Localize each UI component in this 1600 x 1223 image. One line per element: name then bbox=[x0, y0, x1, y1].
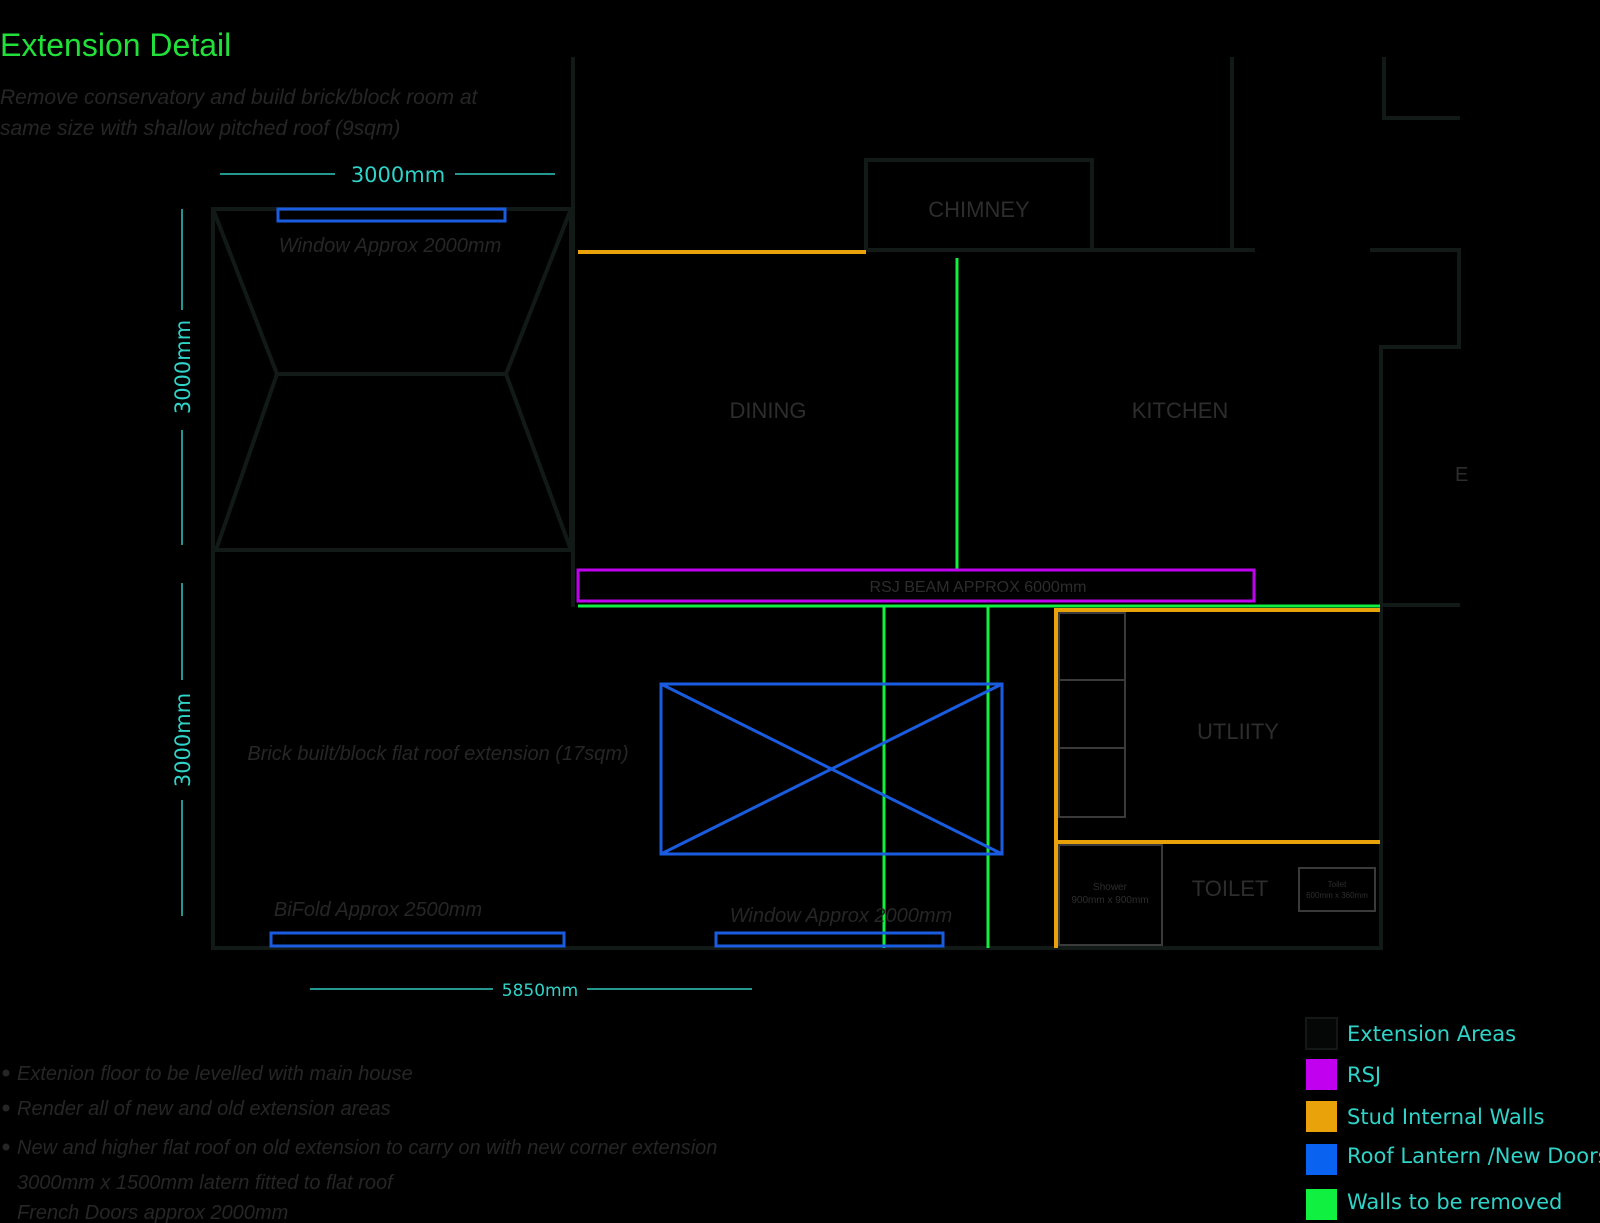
note-item: Extenion floor to be levelled with main … bbox=[17, 1063, 413, 1085]
dimension-left-upper-label: 3000mm bbox=[171, 320, 195, 414]
existing-walls bbox=[211, 57, 1461, 950]
legend-swatch-rsj bbox=[1306, 1059, 1337, 1090]
dimension-left-lower: 3000mm bbox=[171, 583, 195, 916]
legend-swatch-stud bbox=[1306, 1101, 1337, 1132]
notes-list: Extenion floor to be levelled with main … bbox=[2, 1063, 717, 1223]
bottom-window bbox=[714, 931, 945, 948]
shower-size: 900mm x 900mm bbox=[1071, 895, 1148, 906]
legend-label: Roof Lantern /New Doors bbox=[1347, 1144, 1600, 1168]
rsj-beam bbox=[576, 568, 1256, 603]
room-partial-label: E bbox=[1455, 464, 1468, 486]
toilet-fixture-size: 600mm x 360mm bbox=[1306, 891, 1368, 900]
top-window bbox=[276, 207, 507, 223]
room-utility: UTLIITY bbox=[1197, 719, 1279, 744]
dimension-top-label: 3000mm bbox=[351, 163, 445, 187]
room-kitchen: KITCHEN bbox=[1132, 398, 1229, 423]
roof-lantern bbox=[659, 682, 1004, 856]
legend-swatch-lantern bbox=[1306, 1144, 1337, 1175]
dimension-left-upper: 3000mm bbox=[171, 209, 195, 545]
note-item: 3000mm x 1500mm latern fitted to flat ro… bbox=[17, 1172, 395, 1194]
bottom-window-label: Window Approx 2000mm bbox=[730, 905, 953, 927]
description-line-1: Remove conservatory and build brick/bloc… bbox=[0, 86, 479, 109]
room-dining: DINING bbox=[730, 398, 807, 423]
legend-label: Extension Areas bbox=[1347, 1022, 1516, 1046]
dimension-bottom: 5850mm bbox=[310, 981, 752, 1001]
legend-swatch-extension bbox=[1305, 1017, 1338, 1050]
stud-walls bbox=[578, 250, 1380, 948]
legend-label: Stud Internal Walls bbox=[1347, 1105, 1544, 1129]
walls-to-remove bbox=[578, 258, 1380, 948]
dimension-bottom-label: 5850mm bbox=[502, 981, 578, 1001]
legend-label: Walls to be removed bbox=[1347, 1190, 1562, 1214]
room-toilet: TOILET bbox=[1192, 876, 1269, 901]
flat-roof-label: Brick built/block flat roof extension (1… bbox=[247, 743, 628, 765]
legend-label: RSJ bbox=[1347, 1063, 1381, 1087]
shower-tray bbox=[1058, 844, 1163, 946]
bifold-doors bbox=[269, 931, 566, 948]
note-item: Render all of new and old extension area… bbox=[17, 1098, 391, 1120]
shower-label: Shower bbox=[1093, 882, 1128, 893]
toilet-fixture-label: Toilet bbox=[1328, 880, 1347, 889]
rsj-label: RSJ BEAM APPROX 6000mm bbox=[870, 579, 1087, 596]
room-chimney: CHIMNEY bbox=[928, 197, 1030, 222]
note-item: French Doors approx 2000mm bbox=[17, 1202, 288, 1223]
page-title: Extension Detail bbox=[0, 27, 231, 63]
dimension-top: 3000mm bbox=[220, 163, 555, 187]
top-window-label: Window Approx 2000mm bbox=[279, 235, 502, 257]
utility-cabinets bbox=[1058, 612, 1126, 818]
toilet-fixture bbox=[1298, 867, 1376, 912]
legend-swatch-remove bbox=[1306, 1189, 1337, 1220]
dimension-left-lower-label: 3000mm bbox=[171, 693, 195, 787]
bifold-label: BiFold Approx 2500mm bbox=[274, 899, 482, 921]
legend: Extension Areas RSJ Stud Internal Walls … bbox=[1305, 1017, 1600, 1220]
description-line-2: same size with shallow pitched roof (9sq… bbox=[0, 117, 400, 140]
note-item: New and higher flat roof on old extensio… bbox=[17, 1137, 717, 1159]
